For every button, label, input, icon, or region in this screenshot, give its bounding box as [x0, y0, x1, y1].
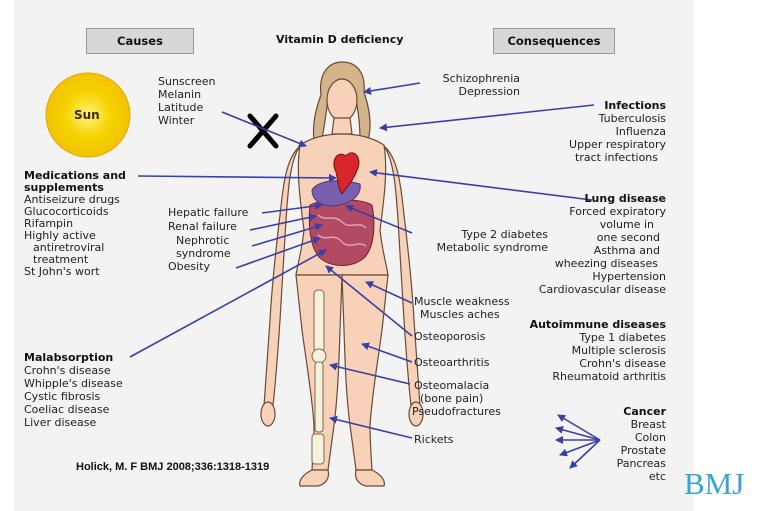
- cancer-item: Pancreas: [580, 458, 666, 470]
- cancer-item: Colon: [580, 432, 666, 444]
- cancer-title: Cancer: [580, 406, 666, 418]
- cause-item: Latitude: [158, 102, 203, 114]
- lung-item: Hypertension: [500, 271, 666, 283]
- rickets-label: Rickets: [414, 434, 454, 446]
- consequences-header-label: Consequences: [507, 34, 600, 48]
- organ-cause-item: Nephrotic: [176, 235, 229, 247]
- organ-cause-item: Renal failure: [168, 221, 237, 233]
- autoimmune-title: Autoimmune diseases: [500, 319, 666, 331]
- citation-text: Holick, M. F BMJ 2008;336:1318-1319: [76, 461, 269, 473]
- block-cross-icon: [250, 116, 276, 146]
- malabsorption-item: Whipple's disease: [24, 378, 123, 390]
- osteoarthritis-label: Osteoarthritis: [414, 357, 489, 369]
- osteomalacia-item: Pseudofractures: [412, 406, 501, 418]
- bmj-logo: BMJ: [684, 466, 744, 502]
- osteomalacia-item: Osteomalacia: [414, 380, 489, 392]
- cause-item: Sunscreen: [158, 76, 216, 88]
- cause-item: Winter: [158, 115, 194, 127]
- autoimmune-item: Type 1 diabetes: [500, 332, 666, 344]
- consequences-header: Consequences: [493, 28, 615, 54]
- muscle-item: Muscles aches: [420, 309, 500, 321]
- muscle-item: Muscle weakness: [414, 296, 510, 308]
- malabsorption-item: Liver disease: [24, 417, 96, 429]
- organ-cause-item: syndrome: [176, 248, 231, 260]
- organ-cause-item: Hepatic failure: [168, 207, 248, 219]
- medication-item: St John's wort: [24, 266, 100, 278]
- consequence-item: Schizophrenia: [420, 73, 520, 85]
- infection-item: Upper respiratory: [540, 139, 666, 151]
- malabsorption-item: Crohn's disease: [24, 365, 111, 377]
- causes-header: Causes: [86, 28, 194, 54]
- malabsorption-item: Coeliac disease: [24, 404, 109, 416]
- osteomalacia-item: (bone pain): [420, 393, 483, 405]
- diagram-title: Vitamin D deficiency: [276, 33, 403, 46]
- sun-label: Sun: [74, 108, 100, 122]
- infection-item: tract infections: [540, 152, 658, 164]
- lung-item: wheezing diseases: [500, 258, 658, 270]
- cancer-item: Prostate: [580, 445, 666, 457]
- intestines-graphic: [309, 200, 374, 266]
- cancer-item: etc: [580, 471, 666, 483]
- infection-item: Influenza: [540, 126, 666, 138]
- consequence-item: Depression: [420, 86, 520, 98]
- cancer-item: Breast: [580, 419, 666, 431]
- infection-item: Tuberculosis: [540, 113, 666, 125]
- malabsorption-item: Cystic fibrosis: [24, 391, 100, 403]
- osteoporosis-label: Osteoporosis: [414, 331, 485, 343]
- lung-item: one second: [530, 232, 660, 244]
- autoimmune-item: Rheumatoid arthritis: [500, 371, 666, 383]
- lung-item: Asthma and: [530, 245, 660, 257]
- metabolic-item: Metabolic syndrome: [400, 242, 548, 254]
- organ-cause-item: Obesity: [168, 261, 210, 273]
- metabolic-item: Type 2 diabetes: [400, 229, 548, 241]
- causes-header-label: Causes: [117, 34, 163, 48]
- lung-title: Lung disease: [560, 193, 666, 205]
- autoimmune-item: Multiple sclerosis: [500, 345, 666, 357]
- autoimmune-item: Crohn's disease: [500, 358, 666, 370]
- infections-title: Infections: [560, 100, 666, 112]
- cause-item: Melanin: [158, 89, 201, 101]
- lung-item: Forced expiratory: [530, 206, 666, 218]
- malabsorption-title: Malabsorption: [24, 352, 113, 364]
- lung-item: Cardiovascular disease: [500, 284, 666, 296]
- lung-item: volume in: [530, 219, 654, 231]
